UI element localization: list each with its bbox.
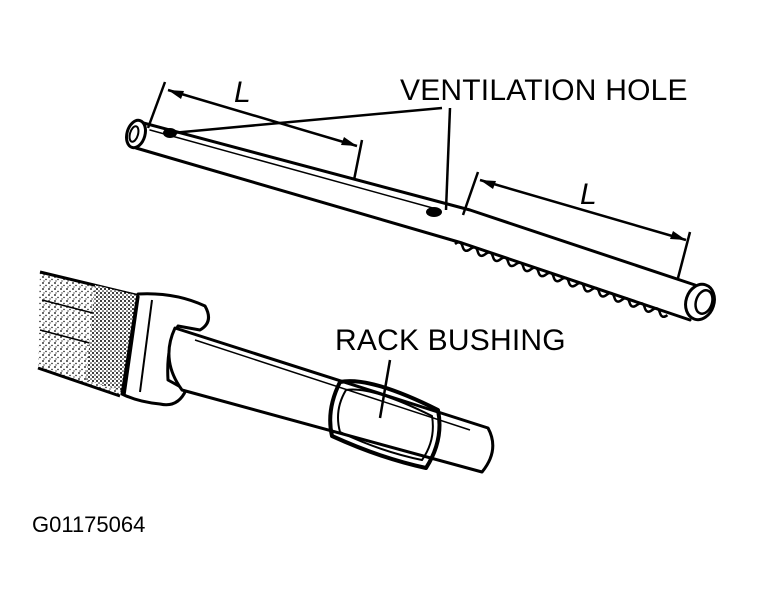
dimension-right-arrow-end [670, 231, 686, 240]
rack-bushing [328, 379, 442, 470]
dimension-left [146, 81, 364, 181]
dimension-right-label: L [580, 178, 597, 211]
dimension-right-arrow-start [480, 180, 496, 189]
dimension-left-arrow-start [168, 90, 184, 99]
rack-shaft [125, 118, 716, 322]
rack-bushing-leader [378, 359, 392, 419]
ventilation-hole-label: VENTILATION HOLE [400, 74, 688, 107]
dimension-right [461, 171, 692, 279]
rack-teeth [454, 241, 669, 319]
dimension-left-arrow-end [341, 137, 357, 146]
ventilation-hole-right [426, 207, 442, 217]
rack-bushing-label: RACK BUSHING [335, 324, 566, 357]
figure-id: G01175064 [32, 512, 145, 537]
dimension-left-label: L [234, 76, 251, 109]
ventilation-hole-leaders [171, 106, 452, 211]
ventilation-hole-left [163, 128, 177, 138]
